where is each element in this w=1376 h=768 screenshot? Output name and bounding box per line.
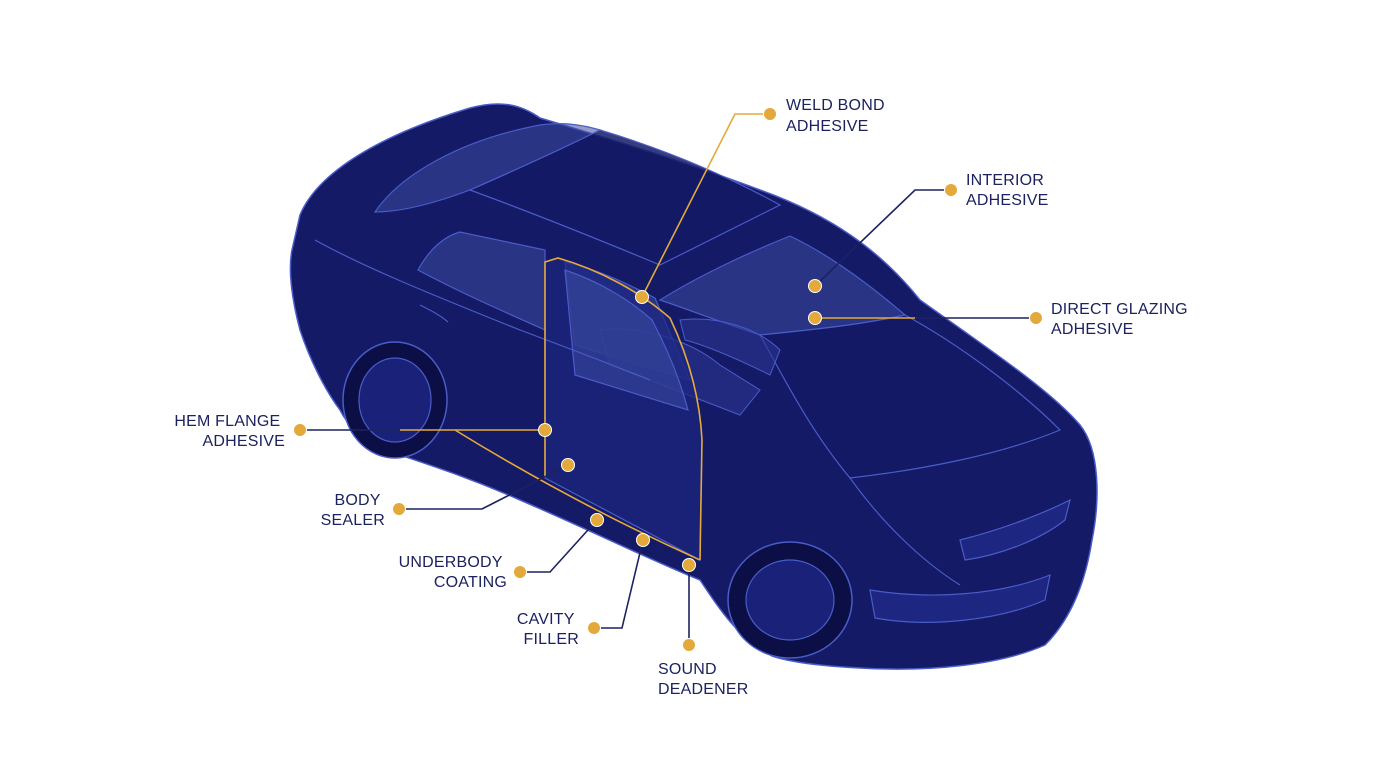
headlight <box>959 498 1071 561</box>
interior-console <box>679 318 781 376</box>
leader-underbody-coating <box>520 519 598 573</box>
marker-cavity-filler-point[interactable] <box>636 533 650 547</box>
side-body-line <box>314 239 651 381</box>
rear-door-handle <box>419 304 449 323</box>
leader-body-sealer <box>399 464 569 510</box>
hood <box>759 314 1062 479</box>
label-interior-adhesive: INTERIOR ADHESIVE <box>966 172 1049 209</box>
marker-interior-end[interactable] <box>944 183 958 197</box>
marker-direct-glazing-point[interactable] <box>808 311 822 325</box>
marker-sound-deadener-end[interactable] <box>682 638 696 652</box>
front-fender-line <box>849 477 961 586</box>
label-hem-flange-adhesive: HEM FLANGE ADHESIVE <box>174 413 285 450</box>
leader-weld-bond <box>641 113 770 298</box>
marker-hem-flange-end[interactable] <box>293 423 307 437</box>
marker-interior-point[interactable] <box>808 279 822 293</box>
front-wheel-rim <box>745 559 835 641</box>
leader-cavity-filler <box>594 539 644 629</box>
door-window <box>564 269 689 411</box>
marker-direct-glazing-end[interactable] <box>1029 311 1043 325</box>
marker-sound-deadener-point[interactable] <box>682 558 696 572</box>
rear-wheel-rim <box>358 357 432 443</box>
marker-hem-flange-point[interactable] <box>538 423 552 437</box>
front-bumper <box>869 574 1051 623</box>
label-underbody-coating: UNDERBODY COATING <box>399 554 507 591</box>
label-direct-glazing-adhesive: DIRECT GLAZING ADHESIVE <box>1051 301 1192 338</box>
marker-underbody-coating-end[interactable] <box>513 565 527 579</box>
roof <box>468 129 782 266</box>
leader-interior <box>814 189 950 287</box>
marker-weld-bond-end[interactable] <box>763 107 777 121</box>
rocker-seal <box>454 429 701 561</box>
labels: WELD BOND ADHESIVE INTERIOR ADHESIVE DIR… <box>174 97 1192 698</box>
marker-body-sealer-point[interactable] <box>561 458 575 472</box>
leader-lines <box>300 113 1036 645</box>
label-body-sealer: BODY SEALER <box>321 492 385 529</box>
marker-dots <box>293 107 1043 652</box>
marker-weld-bond-point[interactable] <box>635 290 649 304</box>
label-sound-deadener: SOUND DEADENER <box>658 661 749 698</box>
label-weld-bond-adhesive: WELD BOND ADHESIVE <box>786 97 889 135</box>
marker-body-sealer-end[interactable] <box>392 502 406 516</box>
label-cavity-filler: CAVITY FILLER <box>517 611 579 648</box>
seal-lines <box>454 257 703 561</box>
door-frame-seal <box>544 257 703 561</box>
marker-underbody-coating-point[interactable] <box>590 513 604 527</box>
marker-cavity-filler-end[interactable] <box>587 621 601 635</box>
